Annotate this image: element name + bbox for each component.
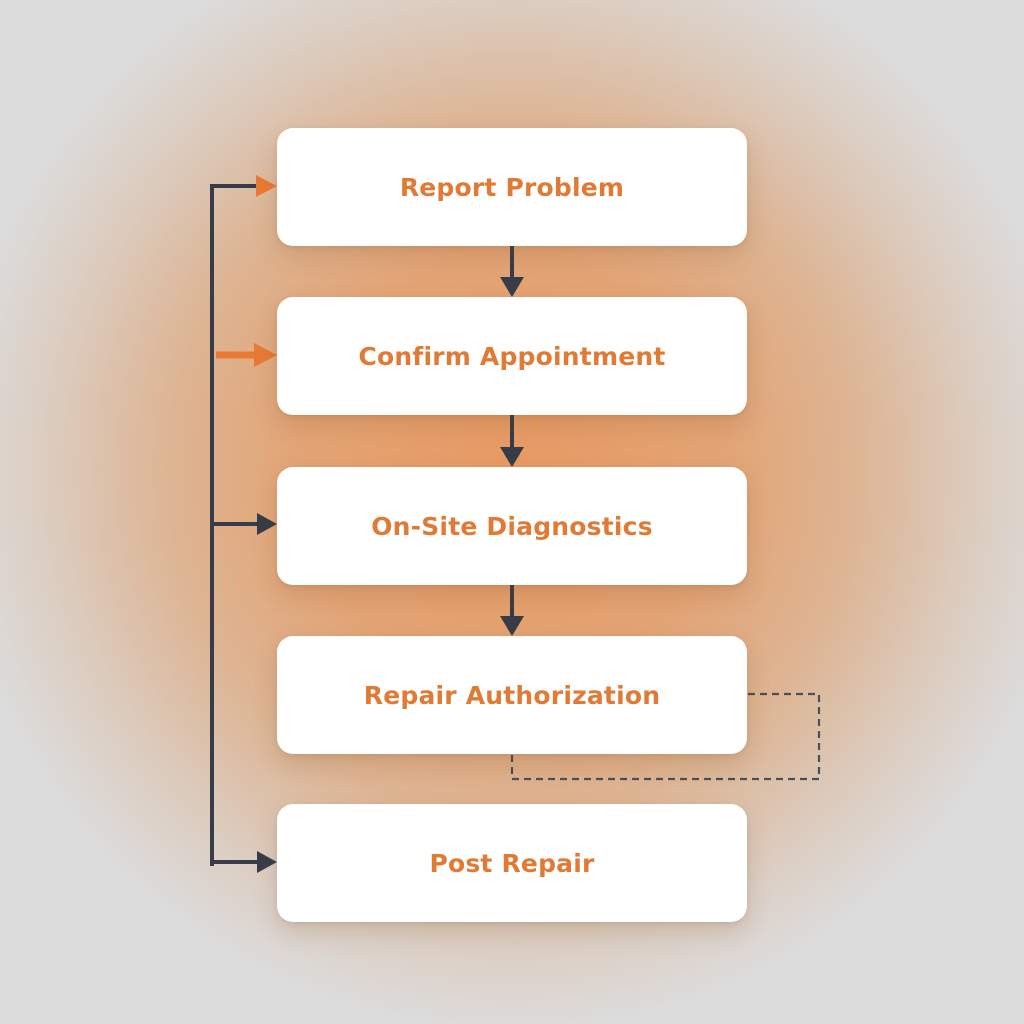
step-label: Report Problem — [399, 172, 625, 202]
step-label: Post Repair — [429, 848, 595, 878]
step-repair-authorization[interactable]: Repair Authorization — [277, 636, 747, 754]
step-confirm-appointment[interactable]: Confirm Appointment — [277, 297, 747, 415]
step-report-problem[interactable]: Report Problem — [277, 128, 747, 246]
step-post-repair[interactable]: Post Repair — [277, 804, 747, 922]
step-label: Repair Authorization — [363, 680, 661, 710]
step-label: Confirm Appointment — [358, 341, 666, 371]
step-on-site-diagnostics[interactable]: On-Site Diagnostics — [277, 467, 747, 585]
step-label: On-Site Diagnostics — [371, 511, 653, 541]
